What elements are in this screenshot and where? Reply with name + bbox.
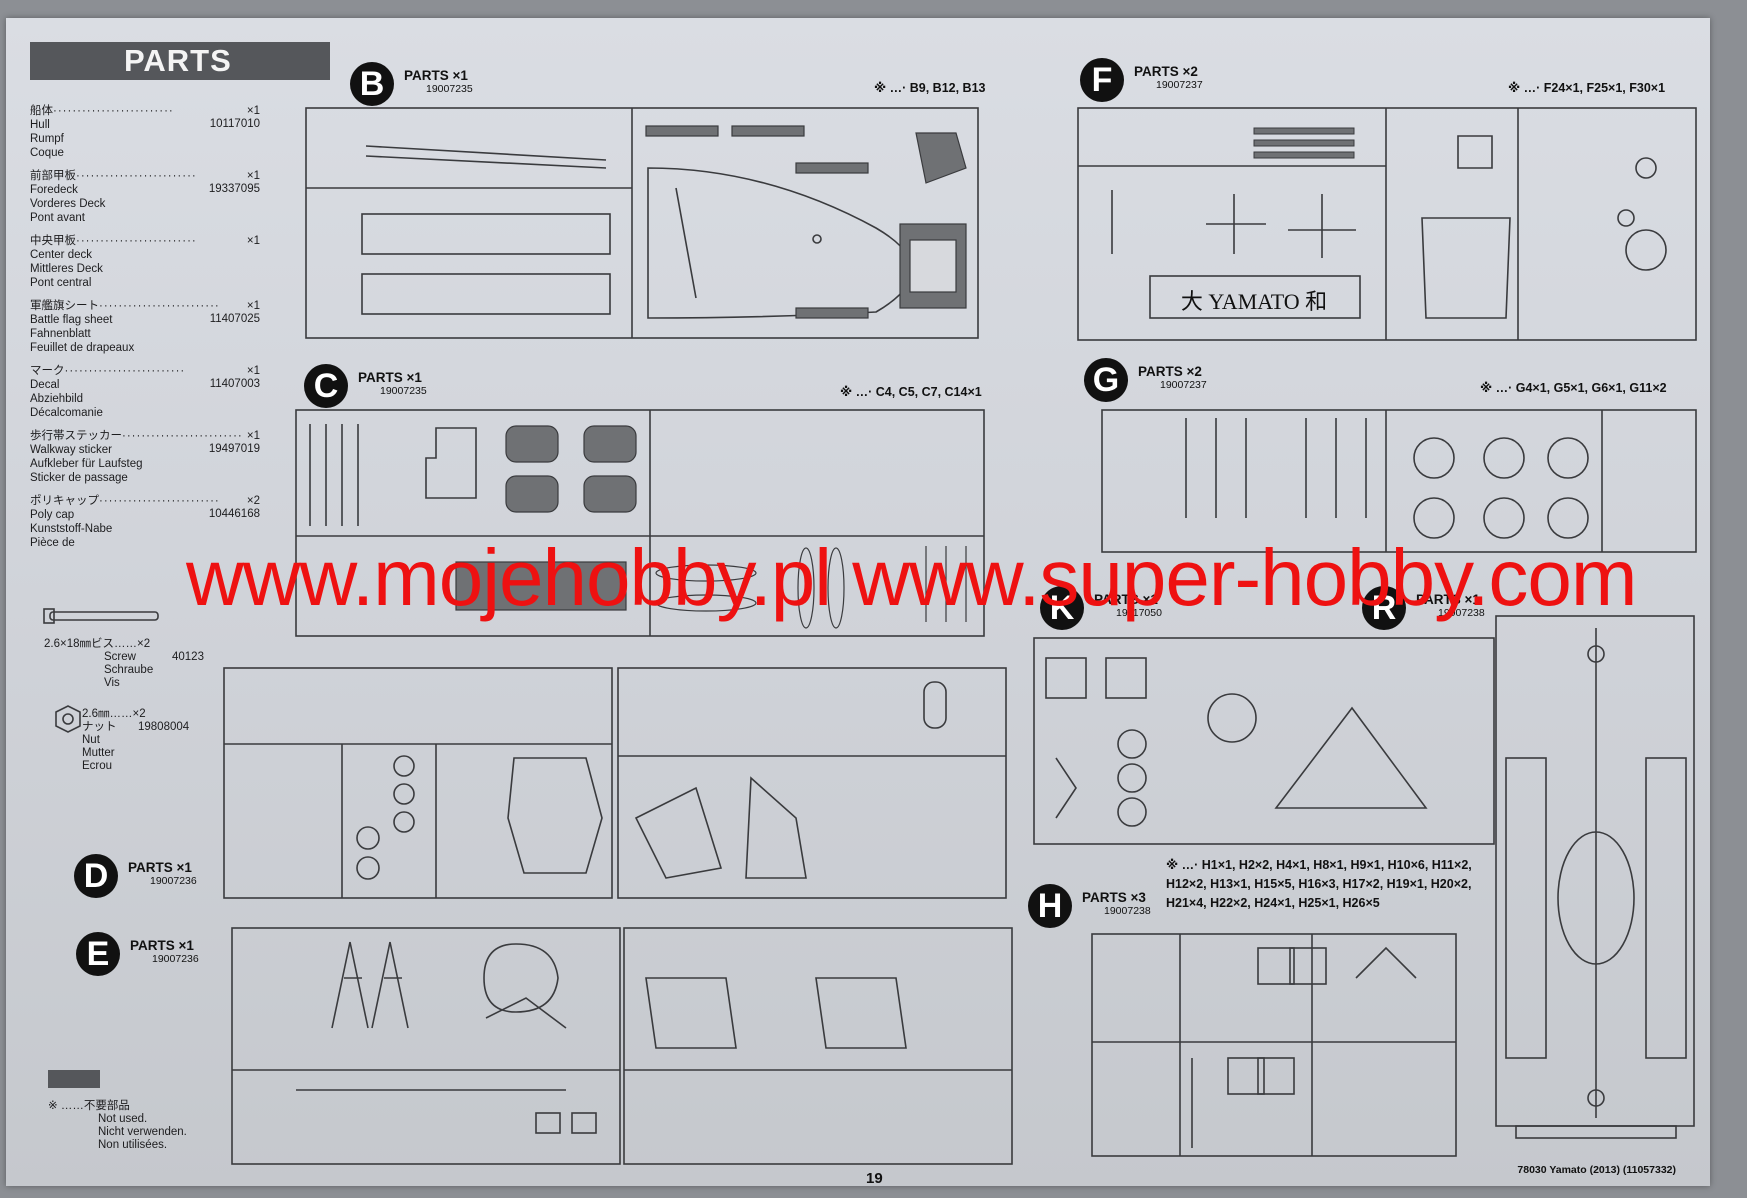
parts-list-item-center-deck: 中央甲板·························×1 Center d… xyxy=(30,235,260,289)
parts-list-item-foredeck: 前部甲板·························×1 19337095… xyxy=(30,170,260,224)
sprue-note-h: ※ …· H1×1, H2×2, H4×1, H8×1, H9×1, H10×6… xyxy=(1166,858,1472,910)
sprue-letter-r: R xyxy=(1362,586,1406,630)
sprue-frame-e2 xyxy=(623,927,1013,1165)
sprue-letter-e: E xyxy=(76,932,120,976)
parts-list: 船体·························×1 10117010 H… xyxy=(30,104,260,559)
sprue-letter-f: F xyxy=(1080,58,1124,102)
sprue-letter-c: C xyxy=(304,364,348,408)
sprue-note-b: ※ …· B9, B12, B13 xyxy=(874,81,986,95)
parts-list-item-poly-cap: ポリキャップ·························×2 104461… xyxy=(30,495,260,549)
sprue-letter-b: B xyxy=(350,62,394,106)
sprue-frame-k xyxy=(1033,637,1495,845)
nut-label: 2.6㎜……×2 ナット 19808004 Nut Mutter Ecrou xyxy=(82,708,190,772)
parts-list-item-battle-flag-sheet: 軍艦旗シート·························×1 114070… xyxy=(30,300,260,354)
sprue-frames-drawing xyxy=(43,107,1697,1165)
sprue-frame-h xyxy=(1091,933,1457,1157)
yamato-name-plate: 大 YAMATO 和 xyxy=(1180,289,1328,314)
sprue-note-g: ※ …· G4×1, G5×1, G6×1, G11×2 xyxy=(1480,381,1667,395)
footer-product-code: 78030 Yamato (2013) (11057332) xyxy=(1517,1164,1676,1176)
sprue-note-c: ※ …· C4, C5, C7, C14×1 xyxy=(840,385,982,399)
page-number: 19 xyxy=(866,1170,883,1186)
sprue-frame-d xyxy=(223,667,613,899)
watermark-text: www.mojehobby.pl www.super-hobby.com xyxy=(186,533,1638,622)
sprue-frame-r xyxy=(1495,615,1695,1127)
sprue-frame-e xyxy=(231,927,621,1165)
parts-banner: PARTS xyxy=(30,42,330,80)
instruction-sheet: PARTS 船体·························×1 1011… xyxy=(6,18,1710,1186)
sprue-frame-d2 xyxy=(617,667,1007,899)
sprue-frame-b xyxy=(305,107,979,339)
sprue-letter-d: D xyxy=(74,854,118,898)
sprue-frame-f xyxy=(1077,107,1697,341)
sprue-frame-g xyxy=(1101,409,1697,553)
screw-label: 2.6×18㎜ビス……×2 Screw 40123 Schraube Vis xyxy=(44,638,204,689)
parts-list-item-walkway-sticker: 歩行帯ステッカー·························×1 1949… xyxy=(30,430,260,484)
sprue-letter-h: H xyxy=(1028,884,1072,928)
sprue-letter-k: K xyxy=(1040,586,1084,630)
sprue-frame-c xyxy=(295,409,985,637)
parts-list-item-hull: 船体·························×1 10117010 H… xyxy=(30,105,260,159)
sprue-letter-g: G xyxy=(1084,358,1128,402)
not-used-swatch xyxy=(48,1070,100,1088)
sprue-note-f: ※ …· F24×1, F25×1, F30×1 xyxy=(1508,81,1666,95)
not-used-legend: ※ ……不要部品 Not used. Nicht verwenden. Non … xyxy=(48,1100,187,1151)
parts-list-item-decal: マーク·························×1 11407003 … xyxy=(30,365,260,419)
